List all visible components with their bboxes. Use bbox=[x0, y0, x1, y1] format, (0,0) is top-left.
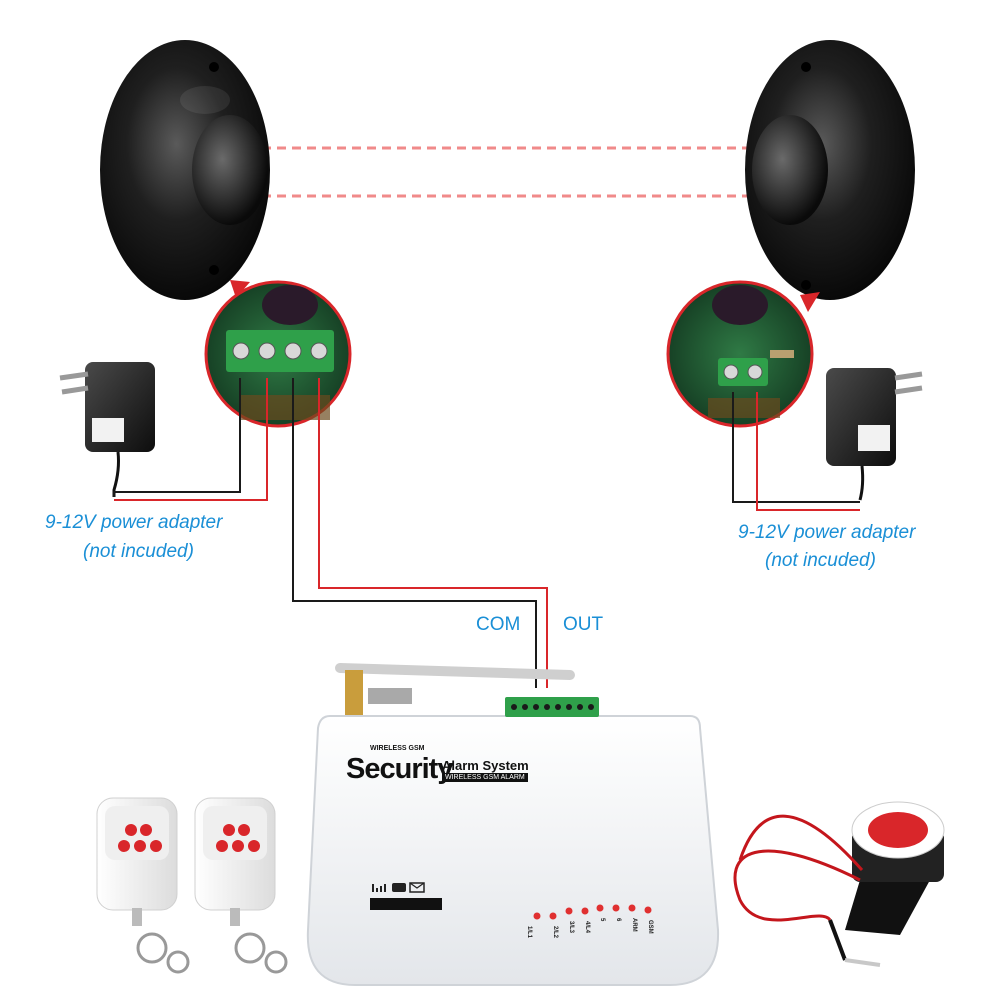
adapter-right-label: 9-12V power adapter bbox=[738, 522, 916, 543]
led-label: GSM bbox=[647, 920, 653, 934]
right-beam-detector bbox=[745, 40, 915, 300]
led-label: 4/L4 bbox=[584, 921, 590, 934]
out-terminal-label: OUT bbox=[563, 614, 604, 635]
brand-subtitle: Alarm System bbox=[442, 758, 529, 773]
left-terminal-zoom bbox=[204, 280, 352, 428]
right-terminal-zoom bbox=[666, 280, 820, 428]
led-label: 6 bbox=[615, 918, 621, 922]
brand-small: WIRELESS GSM bbox=[370, 745, 425, 752]
brand-main: Security bbox=[346, 753, 453, 785]
status-led-row bbox=[533, 904, 652, 920]
remote-control-right bbox=[194, 797, 288, 974]
gsm-antenna bbox=[335, 663, 575, 718]
left-power-adapter bbox=[59, 362, 155, 497]
com-terminal-label: COM bbox=[476, 614, 521, 635]
led-label: 2/L2 bbox=[552, 926, 558, 939]
infrared-beam-lines bbox=[262, 146, 752, 198]
siren bbox=[733, 801, 945, 967]
left-beam-detector bbox=[100, 40, 270, 300]
signal-icon bbox=[372, 884, 386, 892]
alarm-panel bbox=[306, 697, 720, 986]
brand-subtitle-2: WIRELESS GSM ALARM bbox=[442, 773, 528, 782]
led-label: 3/L3 bbox=[568, 921, 574, 934]
led-label: 5 bbox=[599, 918, 605, 922]
phone-icon bbox=[392, 883, 406, 892]
wiring bbox=[113, 378, 860, 688]
adapter-left-label: 9-12V power adapter bbox=[45, 512, 223, 533]
envelope-icon bbox=[409, 882, 425, 893]
remote-control-left bbox=[96, 797, 190, 974]
led-label: ARM bbox=[631, 918, 637, 932]
led-label: 1/L1 bbox=[526, 926, 532, 939]
adapter-left-note: (not incuded) bbox=[83, 541, 194, 562]
right-power-adapter bbox=[826, 368, 923, 501]
adapter-right-note: (not incuded) bbox=[765, 550, 876, 571]
